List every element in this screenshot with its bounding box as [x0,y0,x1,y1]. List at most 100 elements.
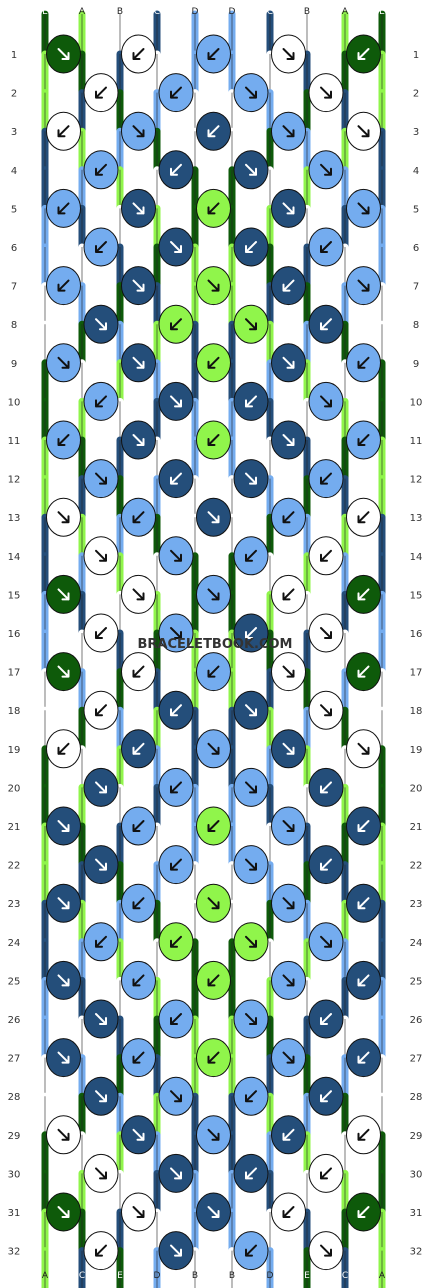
row-number-left: 18 [8,706,21,717]
row-number-left: 13 [8,513,21,524]
row-number-left: 28 [8,1092,21,1103]
arrow-down-right-icon [245,472,257,485]
knot [158,767,194,807]
arrow-down-left-icon [357,48,370,60]
arrow-down-right-icon [282,202,295,215]
knot [46,111,81,151]
arrow-down-right-icon [320,86,332,99]
arrow-down-left-icon [357,897,370,910]
arrow-down-right-icon [95,472,107,485]
row-number-right: 27 [410,1054,423,1065]
knot [121,266,156,306]
arrow-down-left-icon [132,974,145,987]
row-number-left: 8 [11,320,17,331]
arrow-down-right-icon [57,356,70,369]
arrow-down-left-icon [207,202,220,215]
row-number-left: 3 [11,127,17,138]
knot [346,497,381,537]
knot [233,613,269,653]
row-number-right: 6 [413,243,419,254]
row-number-right: 18 [410,706,423,717]
knot [83,922,119,962]
string-label-top: B [304,7,310,17]
knot [196,806,231,846]
row-number-right: 24 [410,938,423,949]
knot [196,1192,231,1232]
arrow-down-right-icon [95,781,107,794]
arrow-down-right-icon [132,588,145,601]
row-number-right: 21 [410,822,423,833]
arrow-down-right-icon [245,318,257,331]
arrow-down-left-icon [357,1128,370,1141]
knot [346,883,381,923]
arrow-down-left-icon [357,665,370,678]
knot [233,536,269,576]
arrow-down-right-icon [282,974,295,987]
string-label-top: D [229,7,236,17]
knot [233,150,269,190]
knot [158,536,194,576]
knot [158,381,194,421]
row-number-left: 23 [8,899,21,910]
arrow-down-right-icon [320,935,332,948]
arrow-down-right-icon [57,974,70,987]
arrow-down-left-icon [282,279,295,292]
knot [233,845,269,885]
knot [271,574,306,614]
knot [121,1192,156,1232]
row-number-left: 4 [11,166,17,177]
row-number-left: 6 [11,243,17,254]
arrow-down-right-icon [282,48,295,60]
arrow-down-right-icon [282,897,295,910]
knot [46,729,81,769]
arrow-down-right-icon [170,241,182,253]
knot [233,1231,269,1271]
arrow-down-left-icon [95,935,107,948]
arrow-down-left-icon [57,434,70,446]
knot [346,960,381,1000]
arrow-down-right-icon [57,588,70,601]
row-number-right: 30 [410,1169,423,1180]
arrow-down-right-icon [320,627,332,639]
knot [196,497,231,537]
knot [308,1231,344,1271]
arrow-down-right-icon [207,897,220,910]
knot [121,420,156,460]
knot [46,652,81,692]
arrow-down-left-icon [320,472,332,485]
string-label-bottom: D [154,1271,161,1281]
knot [346,343,381,383]
knot [121,806,156,846]
knot [83,845,119,885]
arrow-down-left-icon [207,434,220,446]
arrow-down-left-icon [132,48,145,60]
arrow-down-right-icon [282,1051,295,1064]
arrow-down-left-icon [207,356,220,369]
knot [196,1115,231,1155]
arrow-down-right-icon [132,125,145,138]
row-number-right: 11 [410,436,423,447]
knot [83,690,119,730]
knot [121,960,156,1000]
row-number-right: 16 [410,629,423,640]
knot [271,497,306,537]
row-number-left: 16 [8,629,21,640]
arrow-down-left-icon [357,974,370,987]
arrow-down-left-icon [320,1167,332,1180]
arrow-down-right-icon [245,86,257,99]
arrow-down-right-icon [207,1206,220,1218]
arrow-down-right-icon [95,858,107,871]
row-number-right: 2 [413,89,419,100]
arrow-down-right-icon [132,202,145,215]
row-number-left: 11 [8,436,21,447]
knot [196,111,231,151]
knot [196,34,231,74]
knot [308,1076,344,1116]
row-number-right: 3 [413,127,419,138]
string-label-top: D [192,7,199,17]
knot [46,883,81,923]
arrow-down-right-icon [95,1167,107,1180]
arrow-down-left-icon [170,935,182,948]
arrow-down-right-icon [57,1206,70,1218]
arrow-down-right-icon [207,279,220,292]
